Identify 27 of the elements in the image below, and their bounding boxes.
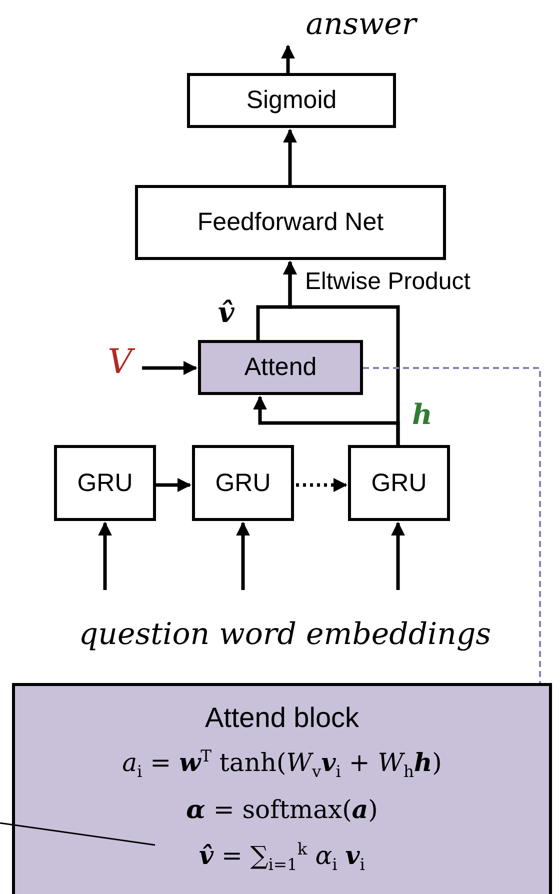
edge-label: Eltwise Product [305,268,470,296]
arrow [391,522,405,590]
dashed-connector [296,478,348,492]
arrow [156,478,192,492]
arrow [236,522,250,590]
edge-label: v̂ [218,296,234,329]
dashed-connector [363,367,541,683]
math-label: answer [306,6,416,42]
process-box: GRU [348,445,450,521]
formula: v̂ = ∑$_{i=1}$$^{k}$ α$_{i}$ v$_{i}$ [199,838,365,876]
formula: α = softmax(a) [186,794,378,826]
process-box: Sigmoid [187,73,396,128]
leader-line [0,822,156,846]
arrow [253,396,400,445]
formula: a$_{i}$ = w$^{T}$ tanh(W$_{v}$v$_{i}$ + W$_{h}$h) [122,746,442,783]
math-label: question word embeddings [78,616,492,652]
edge-label: h [412,398,432,431]
attend-box: Attend [198,340,363,395]
arrow [142,361,198,375]
process-box: Feedforward Net [135,185,446,260]
block-heading: Attend block [204,702,360,734]
arrow [283,128,297,185]
process-box: GRU [192,445,294,521]
arrow [281,44,295,73]
attend-block-panel [12,683,552,894]
process-box: GRU [54,445,156,521]
arrow [98,522,112,590]
